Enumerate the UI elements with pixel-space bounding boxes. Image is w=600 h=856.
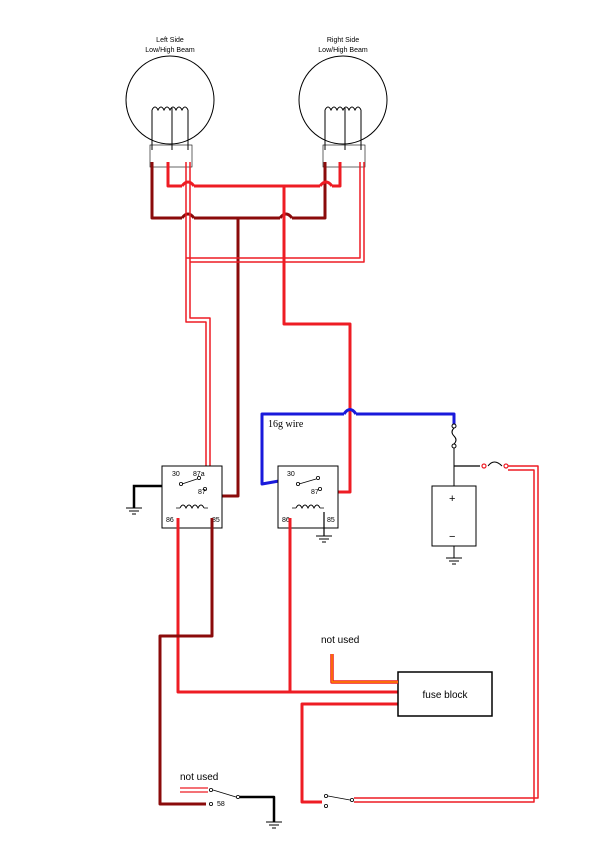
red-wires: [166, 162, 352, 494]
left-relay-pin-85: 85: [212, 517, 220, 524]
right-relay-pin-30: 30: [287, 471, 295, 478]
left-relay: [161, 465, 223, 529]
relay-85-ground-wire: [158, 518, 214, 806]
right-headlamp-title: Right Side: [327, 37, 359, 44]
right-relay-pin-85: 85: [327, 517, 335, 524]
battery-feed-wire: [354, 461, 539, 803]
left-relay-pin-87: 87: [198, 489, 206, 496]
ground-icon: [266, 821, 282, 829]
relay-86-feed-wires: [176, 518, 398, 804]
battery: [431, 472, 477, 565]
wire-label: 16g wire: [268, 419, 304, 430]
right-headlamp: [298, 55, 388, 168]
ground-icon: [316, 535, 332, 543]
battery-fuse: [451, 423, 457, 472]
not-used-label-top: not used: [321, 635, 359, 646]
headlight-switch: [323, 794, 354, 809]
left-headlamp-title: Left Side: [156, 37, 184, 44]
battery-minus: −: [449, 531, 455, 543]
left-headlamp-subtitle: Low/High Beam: [145, 47, 195, 54]
fuse-block: [397, 671, 493, 717]
left-relay-pin-30: 30: [172, 471, 180, 478]
not-used-label-bottom: not used: [180, 772, 218, 783]
not-used-wire-top: [330, 654, 398, 684]
red-white-double-wires: [185, 162, 365, 483]
not-used-wire-bottom: [180, 787, 208, 793]
battery-plus: +: [449, 493, 455, 505]
switch-pin-58: 58: [217, 801, 225, 808]
ground-icon: [126, 507, 142, 515]
switch-ground-wire: [240, 795, 276, 822]
left-relay-pin-87a: 87a: [193, 471, 205, 478]
dark-red-wires: [150, 162, 327, 498]
right-relay-pin-86: 86: [282, 517, 290, 524]
dimmer-switch: [208, 788, 240, 807]
right-relay-pin-87: 87: [311, 489, 319, 496]
left-relay-pin-86: 86: [166, 517, 174, 524]
fuse-block-label: fuse block: [422, 690, 468, 701]
left-headlamp: [125, 55, 215, 168]
left-relay-ground-wire: [132, 484, 162, 508]
right-relay: [277, 465, 339, 529]
right-headlamp-subtitle: Low/High Beam: [318, 47, 368, 54]
